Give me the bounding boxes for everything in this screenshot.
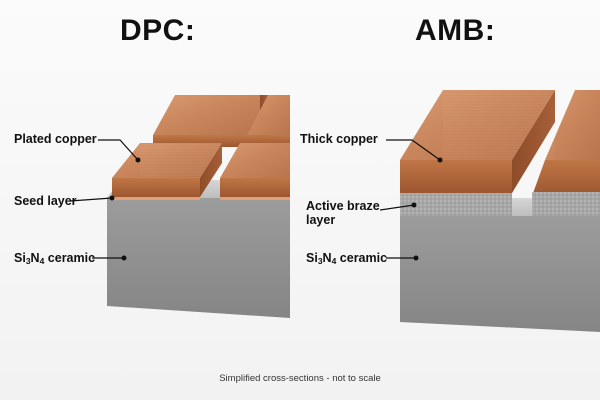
amb-copper-bar-front — [400, 90, 555, 193]
dpc-ceramic — [107, 180, 290, 318]
amb-title: AMB: — [415, 14, 496, 47]
dpc-copper-pad-front-left — [112, 143, 222, 197]
label-seed-layer: Seed layer — [14, 194, 77, 208]
leader-lines — [69, 139, 441, 259]
label-plated-copper: Plated copper — [14, 132, 97, 146]
caption: Simplified cross-sections - not to scale — [219, 373, 381, 384]
label-dpc-ceramic: Si3N4 ceramic — [14, 251, 96, 266]
amb-ceramic — [400, 198, 600, 332]
amb-copper-bar-back — [532, 90, 600, 196]
amb-braze-layer — [400, 192, 600, 216]
dpc-title: DPC: — [120, 14, 196, 47]
label-amb-ceramic: Si3N4 ceramic — [306, 251, 388, 266]
dpc-copper-pad-front-right — [220, 143, 290, 197]
label-thick-copper: Thick copper — [300, 132, 378, 146]
leader-dots — [109, 157, 443, 261]
